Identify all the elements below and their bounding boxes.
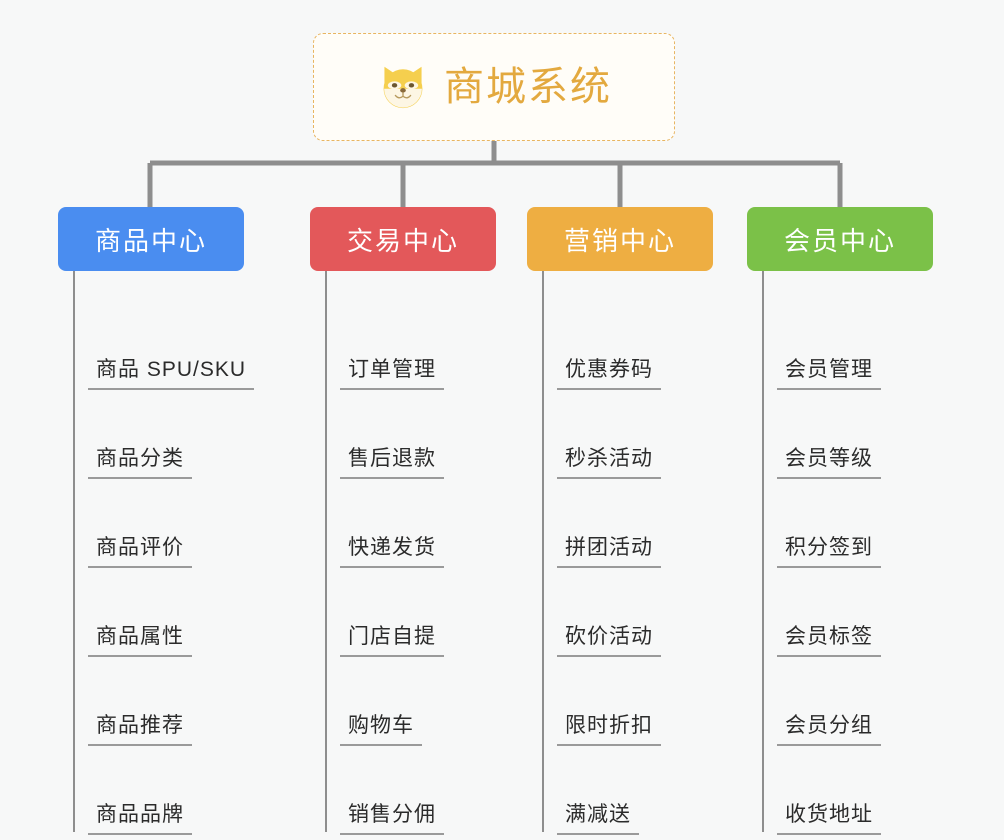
leaf-label: 会员管理 xyxy=(777,353,881,390)
root-node[interactable]: 商城系统 xyxy=(313,33,675,141)
list-item[interactable]: 秒杀活动 xyxy=(527,390,713,479)
branch-spine xyxy=(73,271,75,832)
leaf-label: 拼团活动 xyxy=(557,531,661,568)
category-title-1: 商品中心 xyxy=(94,225,207,256)
list-item[interactable]: 购物车 xyxy=(310,657,496,746)
list-item[interactable]: 会员等级 xyxy=(747,390,933,479)
branch-column-3: 营销中心 优惠券码 秒杀活动 拼团活动 砍价活动 限时折扣 满减送 xyxy=(527,207,713,835)
list-item[interactable]: 商品属性 xyxy=(58,568,254,657)
leaf-label: 售后退款 xyxy=(340,442,444,479)
leaf-label: 商品分类 xyxy=(88,442,192,479)
branch-column-2: 交易中心 订单管理 售后退款 快递发货 门店自提 购物车 销售分佣 xyxy=(310,207,496,835)
leaf-list-2: 订单管理 售后退款 快递发货 门店自提 购物车 销售分佣 xyxy=(310,271,496,835)
leaf-label: 商品评价 xyxy=(88,531,192,568)
leaf-label: 会员分组 xyxy=(777,709,881,746)
list-item[interactable]: 商品品牌 xyxy=(58,746,254,835)
leaf-label: 秒杀活动 xyxy=(557,442,661,479)
list-item[interactable]: 商品分类 xyxy=(58,390,254,479)
leaf-label: 商品品牌 xyxy=(88,798,192,835)
leaf-label: 商品推荐 xyxy=(88,709,192,746)
leaf-label: 满减送 xyxy=(557,798,639,835)
list-item[interactable]: 商品评价 xyxy=(58,479,254,568)
leaf-label: 收货地址 xyxy=(777,798,881,835)
category-title-4: 会员中心 xyxy=(783,225,896,256)
list-item[interactable]: 销售分佣 xyxy=(310,746,496,835)
leaf-list-4: 会员管理 会员等级 积分签到 会员标签 会员分组 收货地址 xyxy=(747,271,933,835)
leaf-label: 快递发货 xyxy=(340,531,444,568)
leaf-label: 会员标签 xyxy=(777,620,881,657)
leaf-label: 优惠券码 xyxy=(557,353,661,390)
leaf-label: 会员等级 xyxy=(777,442,881,479)
list-item[interactable]: 满减送 xyxy=(527,746,713,835)
leaf-list-1: 商品 SPU/SKU 商品分类 商品评价 商品属性 商品推荐 商品品牌 xyxy=(58,271,255,835)
branch-spine xyxy=(325,271,327,832)
category-box-2[interactable]: 交易中心 xyxy=(310,207,496,271)
leaf-label: 砍价活动 xyxy=(557,620,661,657)
branch-column-1: 商品中心 商品 SPU/SKU 商品分类 商品评价 商品属性 商品推荐 商品品牌 xyxy=(58,207,255,835)
list-item[interactable]: 优惠券码 xyxy=(527,301,713,390)
leaf-list-3: 优惠券码 秒杀活动 拼团活动 砍价活动 限时折扣 满减送 xyxy=(527,271,713,835)
list-item[interactable]: 订单管理 xyxy=(310,301,496,390)
list-item[interactable]: 积分签到 xyxy=(747,479,933,568)
category-box-1[interactable]: 商品中心 xyxy=(58,207,244,271)
branch-column-4: 会员中心 会员管理 会员等级 积分签到 会员标签 会员分组 收货地址 xyxy=(747,207,933,835)
category-box-3[interactable]: 营销中心 xyxy=(527,207,713,271)
shiba-dog-face-icon xyxy=(383,66,423,109)
list-item[interactable]: 拼团活动 xyxy=(527,479,713,568)
list-item[interactable]: 会员标签 xyxy=(747,568,933,657)
category-title-2: 交易中心 xyxy=(346,225,459,256)
list-item[interactable]: 快递发货 xyxy=(310,479,496,568)
list-item[interactable]: 会员分组 xyxy=(747,657,933,746)
list-item[interactable]: 砍价活动 xyxy=(527,568,713,657)
leaf-label: 积分签到 xyxy=(777,531,881,568)
branch-spine xyxy=(542,271,544,832)
leaf-label: 购物车 xyxy=(340,709,422,746)
list-item[interactable]: 限时折扣 xyxy=(527,657,713,746)
list-item[interactable]: 收货地址 xyxy=(747,746,933,835)
list-item[interactable]: 商品推荐 xyxy=(58,657,254,746)
root-title: 商城系统 xyxy=(444,65,612,109)
leaf-label: 商品属性 xyxy=(88,620,192,657)
leaf-label: 商品 SPU/SKU xyxy=(88,353,255,390)
category-box-4[interactable]: 会员中心 xyxy=(747,207,933,271)
leaf-label: 限时折扣 xyxy=(557,709,661,746)
leaf-label: 销售分佣 xyxy=(340,798,444,835)
branch-spine xyxy=(762,271,764,832)
list-item[interactable]: 商品 SPU/SKU xyxy=(58,301,255,390)
list-item[interactable]: 售后退款 xyxy=(310,390,496,479)
leaf-label: 门店自提 xyxy=(340,620,444,657)
list-item[interactable]: 门店自提 xyxy=(310,568,496,657)
leaf-label: 订单管理 xyxy=(340,353,444,390)
list-item[interactable]: 会员管理 xyxy=(747,301,933,390)
category-title-3: 营销中心 xyxy=(563,225,676,256)
